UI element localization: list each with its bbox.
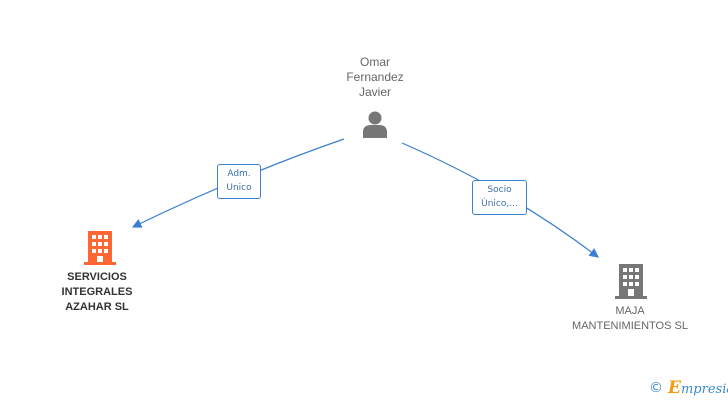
brand-logo: Empresia — [668, 378, 728, 398]
person-name-label[interactable]: Omar Fernandez Javier — [346, 55, 404, 99]
company-maja-label[interactable]: MAJA MANTENIMIENTOS SL — [572, 305, 688, 332]
person-icon[interactable] — [361, 110, 389, 138]
edge-label-socio-unico[interactable]: Socio Único,... — [472, 180, 527, 215]
company-servicios-label[interactable]: SERVICIOS INTEGRALES AZAHAR SL — [61, 271, 133, 313]
copyright-symbol: © — [649, 380, 663, 396]
building-icon[interactable] — [84, 231, 116, 265]
brand-logo-initial: E — [668, 378, 681, 398]
edge-label-adm-unico[interactable]: Adm. Unico — [217, 164, 261, 199]
brand-logo-text: mpresia — [680, 382, 728, 397]
building-icon[interactable] — [615, 264, 647, 299]
